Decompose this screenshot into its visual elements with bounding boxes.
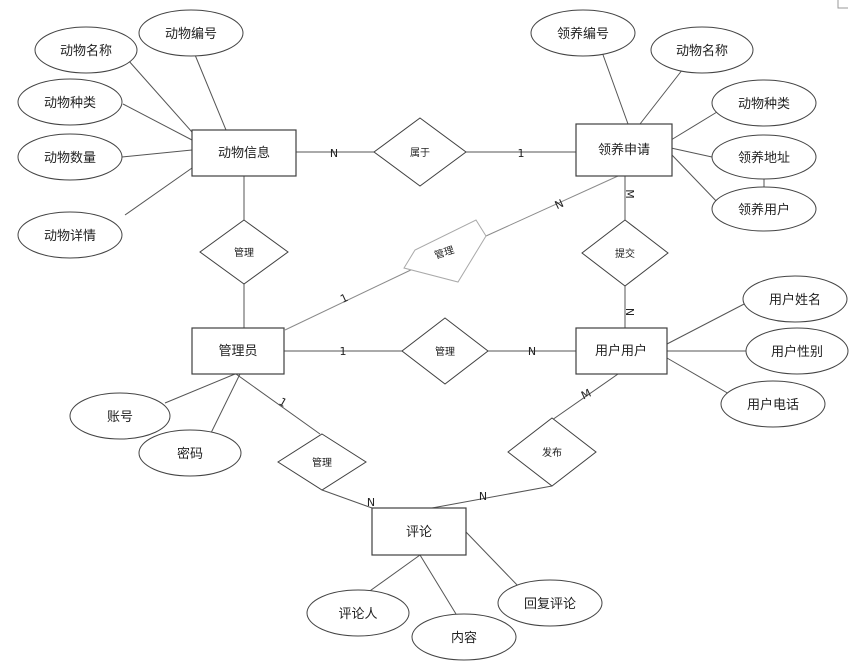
cardinality-admin-manage-request: 1 — [338, 291, 350, 306]
svg-text:动物编号: 动物编号 — [165, 27, 217, 42]
svg-text:评论人: 评论人 — [338, 607, 377, 622]
attribute-account: 账号 — [69, 392, 171, 440]
entity-user: 用户用户 — [575, 327, 668, 375]
svg-text:动物名称: 动物名称 — [676, 43, 728, 59]
attribute-adoption-animal-name: 动物名称 — [650, 26, 754, 74]
cardinality-user-submit: N — [623, 308, 636, 316]
attribute-animal-quantity: 动物数量 — [17, 133, 123, 181]
entity-adoption-request: 领养申请 — [575, 123, 673, 177]
svg-text:动物名称: 动物名称 — [60, 43, 112, 59]
entity-comment: 评论 — [371, 507, 467, 556]
attribute-animal-species: 动物种类 — [17, 78, 123, 126]
cardinality-request-belongs: 1 — [518, 147, 525, 160]
svg-text:内容: 内容 — [451, 630, 477, 646]
svg-text:提交: 提交 — [615, 247, 635, 260]
svg-text:动物详情: 动物详情 — [44, 229, 96, 244]
attribute-user-name: 用户姓名 — [742, 275, 848, 323]
relationship-manage-user: 管理 — [401, 317, 489, 385]
cardinality-admin-manage-comment: 1 — [276, 395, 289, 410]
cardinality-request-submit: M — [623, 189, 636, 199]
entity-animal-info: 动物信息 — [191, 129, 297, 177]
attribute-adoption-address: 领养地址 — [711, 134, 817, 180]
svg-text:用户电话: 用户电话 — [747, 397, 799, 413]
svg-text:发布: 发布 — [542, 446, 562, 459]
svg-text:账号: 账号 — [107, 410, 133, 425]
cardinality-admin-manage-user: 1 — [340, 345, 347, 358]
cardinality-comment-publish: N — [479, 490, 487, 503]
relationship-manage-comment: 管理 — [277, 433, 367, 491]
attribute-animal-name: 动物名称 — [34, 26, 138, 74]
cardinality-animal-belongs: N — [330, 147, 338, 160]
svg-text:动物信息: 动物信息 — [218, 145, 270, 161]
attribute-reply-comment: 回复评论 — [497, 579, 603, 627]
attribute-adoption-animal-species: 动物种类 — [711, 79, 817, 127]
entity-administrator: 管理员 — [191, 327, 285, 375]
attribute-adoption-user: 领养用户 — [711, 186, 817, 232]
attribute-content: 内容 — [411, 613, 517, 661]
svg-text:管理: 管理 — [435, 345, 455, 358]
cardinality-request-manage: N — [553, 197, 566, 212]
connector-lines — [121, 49, 765, 615]
relationship-submit: 提交 — [581, 219, 669, 287]
svg-text:动物种类: 动物种类 — [738, 97, 790, 112]
attribute-user-phone: 用户电话 — [720, 380, 826, 428]
attribute-commenter: 评论人 — [306, 589, 410, 637]
svg-text:管理: 管理 — [234, 246, 254, 259]
svg-text:用户姓名: 用户姓名 — [769, 292, 821, 308]
cardinality-labels: N 1 N 1 M N 1 N 1 N M N — [276, 147, 636, 509]
svg-text:领养用户: 领养用户 — [738, 202, 790, 218]
svg-text:管理员: 管理员 — [218, 344, 257, 359]
cardinality-user-manage: N — [528, 345, 536, 358]
attribute-password: 密码 — [138, 429, 242, 477]
attribute-adoption-id: 领养编号 — [530, 9, 636, 57]
cardinality-comment-manage: N — [367, 496, 375, 509]
svg-text:密码: 密码 — [177, 446, 203, 462]
svg-text:动物种类: 动物种类 — [44, 96, 96, 111]
attribute-animal-id: 动物编号 — [138, 9, 244, 57]
svg-text:管理: 管理 — [312, 456, 332, 469]
relationship-belongs-to: 属于 — [373, 117, 467, 187]
svg-text:领养申请: 领养申请 — [598, 142, 650, 158]
svg-text:属于: 属于 — [410, 147, 430, 159]
relationship-manage-animal: 管理 — [199, 219, 289, 285]
relationship-publish: 发布 — [507, 417, 597, 487]
svg-text:用户用户: 用户用户 — [595, 343, 647, 359]
relationship-manage-request: 管理 — [403, 219, 487, 283]
attribute-user-gender: 用户性别 — [745, 327, 849, 375]
svg-text:领养编号: 领养编号 — [557, 26, 609, 42]
attribute-animal-details: 动物详情 — [17, 211, 123, 259]
svg-text:领养地址: 领养地址 — [738, 150, 790, 166]
corner-mark — [837, 0, 848, 9]
svg-text:回复评论: 回复评论 — [524, 597, 576, 612]
svg-text:动物数量: 动物数量 — [44, 151, 96, 166]
svg-text:评论: 评论 — [406, 525, 432, 540]
svg-text:用户性别: 用户性别 — [771, 344, 823, 360]
